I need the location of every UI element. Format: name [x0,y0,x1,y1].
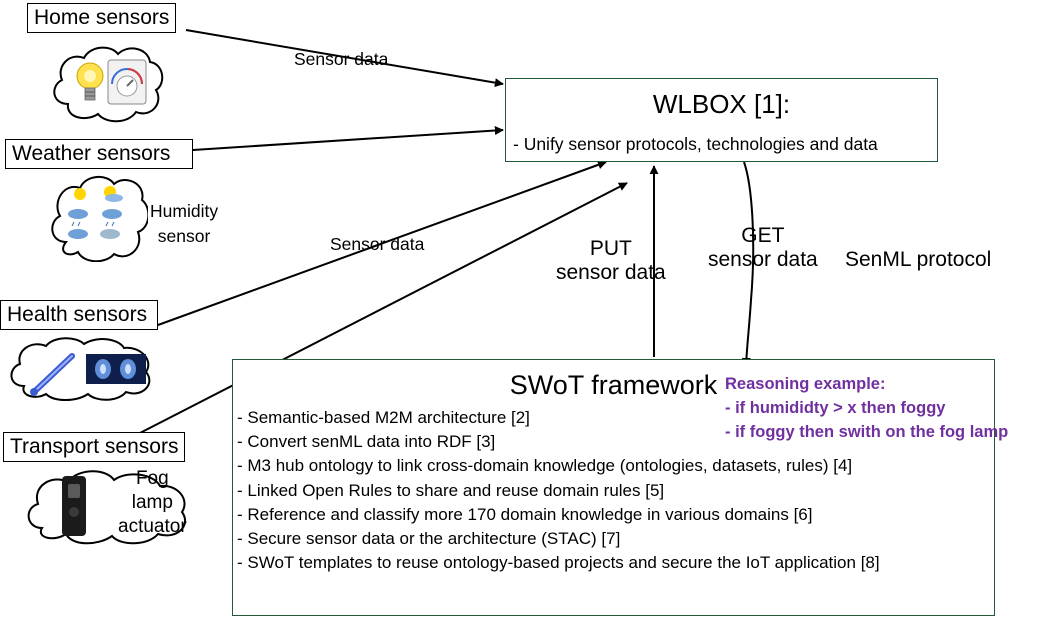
list-item: - Convert senML data into RDF [3] [237,432,496,452]
list-item: - Semantic-based M2M architecture [2] [237,408,530,427]
sensor-data-label-mid: Sensor data [330,234,425,254]
get-line2: sensor data [708,248,818,271]
reasoning-example: Reasoning example: - if humididty > x th… [725,372,1008,444]
wlbox-description: - Unify sensor protocols, technologies a… [513,134,878,154]
home-devices-cloud [53,46,164,123]
weather-icons-cloud [51,176,148,262]
humidity-sensor-label: Humidity sensor [150,199,218,249]
transport-sensors-label: Transport sensors [10,435,179,458]
wlbox-title: WLBOX [1]: [652,89,791,119]
arrow-weather-to-wlbox [192,126,504,151]
health-sensors-label: Health sensors [7,303,148,326]
light-bulb-icon [76,62,104,101]
thermometer-icon [30,353,75,396]
transport-sensors-box: Transport sensors [3,432,186,462]
fog-line1: Fog [135,468,169,489]
weather-icons [68,186,123,239]
weather-sensors-box: Weather sensors [5,139,193,169]
humidity-line1: Humidity [150,201,219,221]
health-devices-cloud [10,337,151,401]
list-item: - Linked Open Rules to share and reuse d… [237,480,665,500]
health-sensors-box: Health sensors [0,300,158,330]
fog-line3: actuator [118,516,187,537]
sensor-data-label-top: Sensor data [294,49,389,69]
transport-devices-cloud [27,470,186,545]
list-item: - Reference and classify more 170 domain… [237,504,813,524]
home-sensors-label: Home sensors [34,6,170,29]
home-sensors-box: Home sensors [27,3,177,33]
reasoning-rule-1: - if humididty > x then foggy [725,399,946,417]
fog-line2: lamp [131,492,173,513]
reasoning-title: Reasoning example: [725,375,886,393]
fog-lamp-actuator-label: Fog lamp actuator [118,467,187,539]
put-line2: sensor data [556,261,666,284]
medical-scan-icon [86,354,146,384]
swot-feature-list: - Semantic-based M2M architecture [2] - … [237,406,880,575]
get-line1: GET [741,224,785,247]
humidity-line2: sensor [157,226,211,246]
wlbox-box: WLBOX [1]: - Unify sensor protocols, tec… [505,78,938,162]
get-sensor-data-label: GET sensor data [708,224,818,272]
senml-protocol-label: SenML protocol [845,248,992,271]
swot-title: SWoT framework [509,370,718,400]
put-line1: PUT [589,237,632,260]
list-item: - M3 hub ontology to link cross-domain k… [237,456,853,476]
swot-framework-box: SWoT framework - Semantic-based M2M arch… [232,359,995,616]
weather-sensors-label: Weather sensors [12,142,171,165]
fog-lamp-device-icon [62,476,86,536]
reasoning-rule-2: - if foggy then swith on the fog lamp [725,423,1009,441]
list-item: - Secure sensor data or the architecture… [237,529,621,549]
put-sensor-data-label: PUT sensor data [556,237,666,285]
thermostat-icon [107,59,147,105]
list-item: - SWoT templates to reuse ontology-based… [237,553,880,573]
